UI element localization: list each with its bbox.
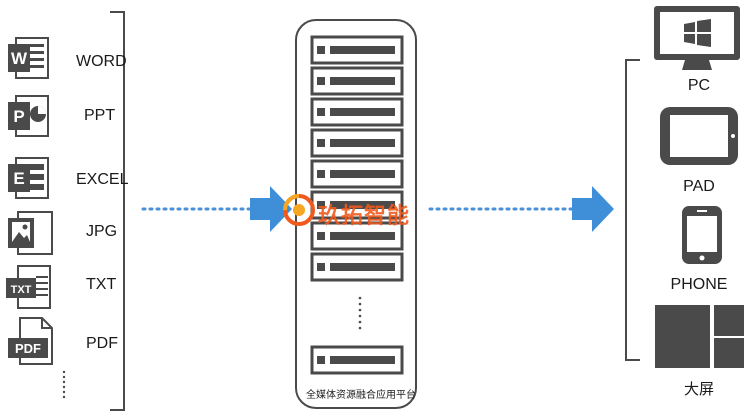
server-unit bbox=[310, 221, 404, 251]
txt-file-icon: TXT bbox=[6, 265, 51, 309]
monitor-icon bbox=[654, 6, 740, 70]
server-unit bbox=[310, 252, 404, 282]
server-unit bbox=[310, 35, 404, 65]
source-label-ppt: PPT bbox=[84, 107, 116, 124]
right-bracket bbox=[625, 59, 640, 361]
server-unit bbox=[310, 66, 404, 96]
watermark-text: 玖拓智能 bbox=[318, 204, 411, 229]
watermark-logo-icon bbox=[283, 194, 315, 226]
server-unit bbox=[310, 97, 404, 127]
target-label-phone: PHONE bbox=[670, 276, 728, 293]
large-screen-icon bbox=[655, 305, 744, 368]
server-unit-bottom bbox=[310, 345, 404, 375]
source-label-pdf: PDF bbox=[86, 335, 118, 352]
excel-file-icon: E bbox=[8, 157, 49, 199]
word-file-icon: W bbox=[8, 37, 49, 79]
source-label-word: WORD bbox=[76, 53, 127, 70]
platform-label: 全媒体资源融合应用平台 bbox=[306, 390, 416, 401]
pdf-file-icon: PDF bbox=[8, 317, 53, 365]
svg-text:E: E bbox=[13, 169, 24, 188]
server-unit bbox=[310, 128, 404, 158]
rack-ellipsis bbox=[358, 296, 362, 330]
svg-text:P: P bbox=[13, 107, 24, 126]
left-bracket bbox=[110, 11, 125, 411]
svg-text:W: W bbox=[11, 49, 28, 68]
jpg-file-icon bbox=[8, 211, 53, 255]
server-unit bbox=[310, 190, 404, 220]
source-label-jpg: JPG bbox=[86, 223, 118, 240]
left-flow-arrow bbox=[250, 186, 292, 232]
tablet-icon bbox=[660, 107, 738, 165]
svg-text:PDF: PDF bbox=[15, 341, 41, 356]
ppt-file-icon: P bbox=[8, 95, 49, 137]
svg-text:TXT: TXT bbox=[11, 284, 32, 296]
more-sources-ellipsis bbox=[62, 370, 66, 399]
target-label-pad: PAD bbox=[683, 178, 715, 195]
source-label-txt: TXT bbox=[86, 276, 117, 293]
source-label-excel: EXCEL bbox=[76, 171, 129, 188]
phone-icon bbox=[682, 206, 722, 264]
right-flow-arrow bbox=[572, 186, 614, 232]
server-unit bbox=[310, 159, 404, 189]
target-label-large-screen: 大屏 bbox=[683, 380, 715, 398]
server-units bbox=[310, 35, 404, 282]
target-label-pc: PC bbox=[687, 77, 711, 94]
